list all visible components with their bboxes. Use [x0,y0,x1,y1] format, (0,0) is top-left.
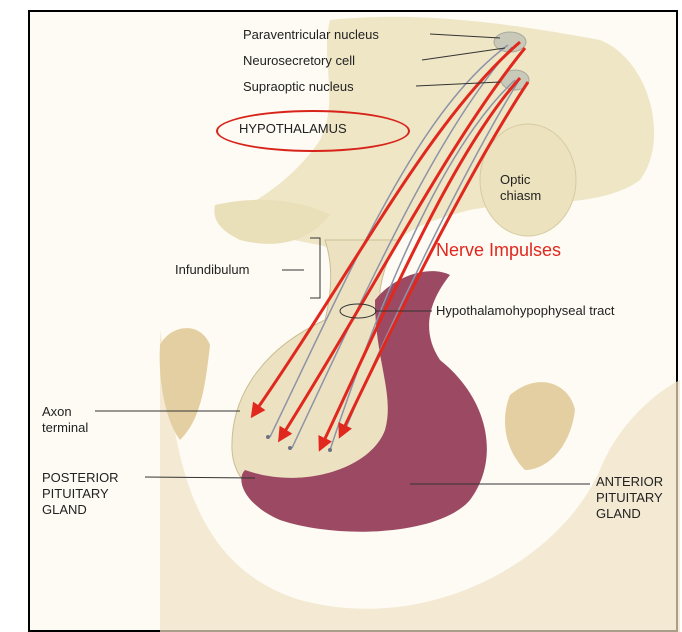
label-optic-chiasm: Optic chiasm [500,172,560,204]
label-nerve-impulses: Nerve Impulses [436,242,561,258]
label-supraoptic-nucleus: Supraoptic nucleus [243,79,354,95]
label-paraventricular-nucleus: Paraventricular nucleus [243,27,379,43]
label-axon-terminal: Axon terminal [42,404,97,436]
label-infundibulum: Infundibulum [175,262,249,278]
label-hypothalamohypophyseal-tract: Hypothalamohypophyseal tract [436,303,615,319]
label-hypothalamus: HYPOTHALAMUS [239,121,347,137]
label-anterior-pituitary-gland: ANTERIOR PITUITARY GLAND [596,474,680,522]
label-posterior-pituitary-gland: POSTERIOR PITUITARY GLAND [42,470,137,518]
label-neurosecretory-cell: Neurosecretory cell [243,53,355,69]
